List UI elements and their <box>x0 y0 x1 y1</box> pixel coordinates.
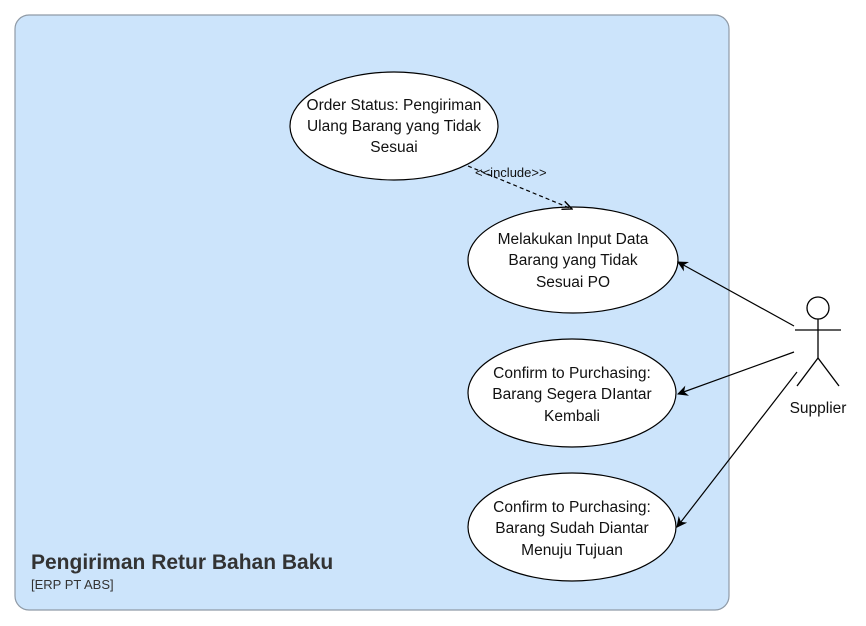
stick-figure-icon <box>795 296 841 387</box>
svg-text:Melakukan Input Data: Melakukan Input Data <box>498 231 649 248</box>
include-connector <box>467 165 572 209</box>
use-case-confirm-segera-label: Confirm to Purchasing: Barang Segera DIa… <box>492 365 651 425</box>
svg-text:Sesuai PO: Sesuai PO <box>536 274 610 291</box>
svg-text:Barang Segera DIantar: Barang Segera DIantar <box>492 386 651 403</box>
use-case-confirm-segera <box>467 338 677 448</box>
use-case-order-status <box>289 71 499 181</box>
association-confirm-segera <box>676 351 795 396</box>
association-input-data <box>677 261 795 327</box>
svg-text:Kembali: Kembali <box>544 408 600 425</box>
svg-text:Order Status: Pengiriman: Order Status: Pengiriman <box>307 97 482 114</box>
svg-text:Barang yang Tidak: Barang yang Tidak <box>508 252 638 269</box>
use-case-order-status-label: Order Status: Pengiriman Ulang Barang ya… <box>307 97 482 156</box>
system-boundary <box>14 14 730 611</box>
include-label: <<include>> <box>475 165 547 180</box>
association-confirm-sudah <box>676 371 798 528</box>
svg-text:Ulang Barang yang Tidak: Ulang Barang yang Tidak <box>307 118 481 135</box>
svg-text:Barang Sudah Diantar: Barang Sudah Diantar <box>495 520 648 537</box>
system-subtitle: [ERP PT ABS] <box>31 577 114 592</box>
svg-text:Sesuai: Sesuai <box>370 139 417 156</box>
use-case-confirm-sudah <box>467 472 677 582</box>
system-title: Pengiriman Retur Bahan Baku <box>31 551 333 574</box>
use-case-input-data-label: Melakukan Input Data Barang yang Tidak S… <box>498 231 649 291</box>
use-case-confirm-sudah-label: Confirm to Purchasing: Barang Sudah Dian… <box>493 499 651 559</box>
svg-text:Confirm to Purchasing:: Confirm to Purchasing: <box>493 499 651 516</box>
svg-text:Confirm to Purchasing:: Confirm to Purchasing: <box>493 365 651 382</box>
actor-label: Supplier <box>790 400 847 417</box>
svg-text:Menuju Tujuan: Menuju Tujuan <box>521 542 623 559</box>
